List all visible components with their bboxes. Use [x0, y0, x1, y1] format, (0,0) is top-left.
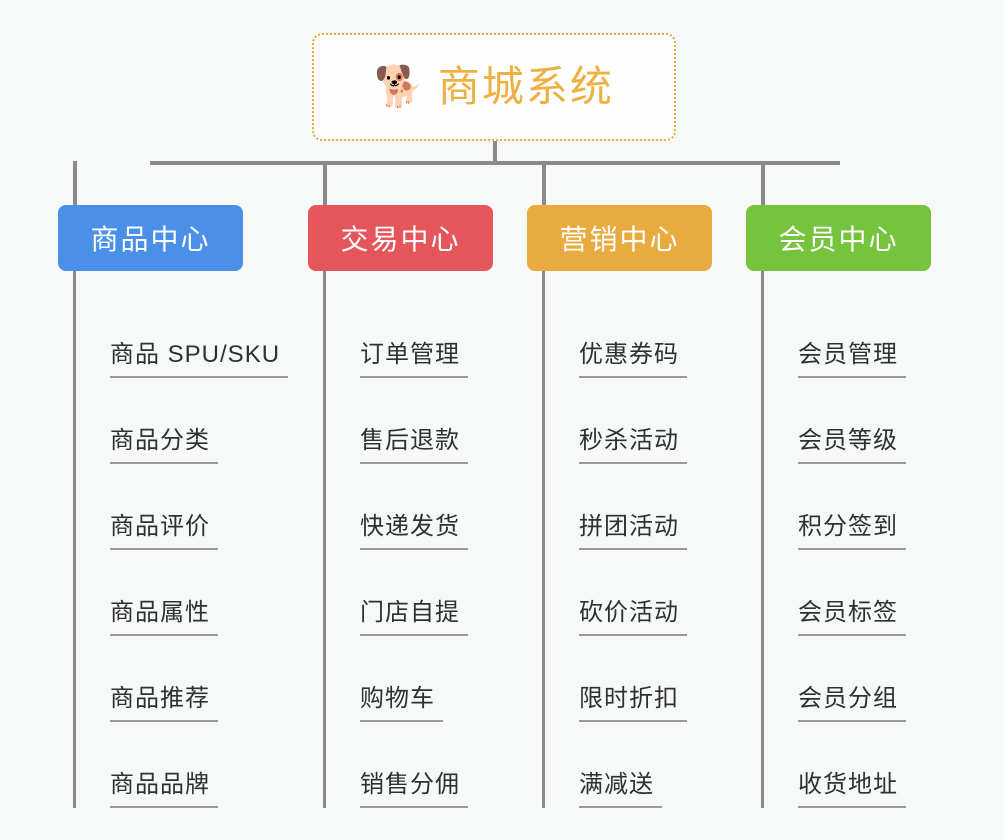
leaf-item[interactable]: 门店自提: [326, 550, 493, 636]
horizontal-bus-connector: [150, 161, 840, 165]
leaf-item-label: 商品属性: [110, 598, 218, 636]
leaf-item[interactable]: 会员管理: [764, 292, 931, 378]
leaf-item-label: 商品 SPU/SKU: [110, 340, 289, 378]
leaf-item-label: 快递发货: [360, 512, 468, 550]
shiba-dog-emoji-icon: 🐕: [374, 65, 424, 109]
leaf-item-label: 收货地址: [798, 770, 906, 808]
leaf-item[interactable]: 购物车: [326, 636, 493, 722]
leaf-item-label: 积分签到: [798, 512, 906, 550]
leaf-item-label: 销售分佣: [360, 770, 468, 808]
branch-drop-connector-1: [73, 161, 77, 205]
leaf-item-label: 购物车: [360, 684, 443, 722]
branch-items-4: 会员管理会员等级积分签到会员标签会员分组收货地址: [761, 271, 931, 808]
leaf-item-label: 满减送: [579, 770, 662, 808]
leaf-item-label: 会员标签: [798, 598, 906, 636]
branch-items-3: 优惠券码秒杀活动拼团活动砍价活动限时折扣满减送: [542, 271, 712, 808]
leaf-item-label: 拼团活动: [579, 512, 687, 550]
root-title: 商城系统: [437, 63, 614, 110]
leaf-item-label: 优惠券码: [579, 340, 687, 378]
branch-column-1: 商品中心商品 SPU/SKU 商品分类商品评价商品属性商品推荐商品品牌: [58, 205, 289, 808]
leaf-item-label: 售后退款: [360, 426, 468, 464]
leaf-item[interactable]: 订单管理: [326, 292, 493, 378]
branch-header-1[interactable]: 商品中心: [58, 205, 243, 271]
leaf-item[interactable]: 商品推荐: [76, 636, 243, 722]
leaf-item[interactable]: 商品评价: [76, 464, 243, 550]
branch-header-2[interactable]: 交易中心: [308, 205, 493, 271]
root-node[interactable]: 🐕 商城系统: [312, 33, 676, 141]
branch-header-4[interactable]: 会员中心: [746, 205, 931, 271]
leaf-item[interactable]: 会员标签: [764, 550, 931, 636]
leaf-item-label: 限时折扣: [579, 684, 687, 722]
leaf-item-label: 订单管理: [360, 340, 468, 378]
leaf-item-label: 会员等级: [798, 426, 906, 464]
leaf-item-label: 门店自提: [360, 598, 468, 636]
leaf-item[interactable]: 商品品牌: [76, 722, 243, 808]
branch-drop-connector-2: [323, 161, 327, 205]
leaf-item[interactable]: 商品分类: [76, 378, 243, 464]
leaf-item-label: 商品分类: [110, 426, 218, 464]
leaf-item[interactable]: 满减送: [545, 722, 712, 808]
leaf-item-label: 会员分组: [798, 684, 906, 722]
branch-drop-connector-4: [761, 161, 765, 205]
leaf-item[interactable]: 积分签到: [764, 464, 931, 550]
leaf-item-label: 商品品牌: [110, 770, 218, 808]
root-stem-connector: [493, 141, 497, 164]
leaf-item-label: 秒杀活动: [579, 426, 687, 464]
leaf-item[interactable]: 优惠券码: [545, 292, 712, 378]
leaf-item[interactable]: 商品属性: [76, 550, 243, 636]
branch-items-2: 订单管理售后退款快递发货门店自提购物车销售分佣: [323, 271, 493, 808]
branch-column-3: 营销中心优惠券码秒杀活动拼团活动砍价活动限时折扣满减送: [527, 205, 712, 808]
branch-drop-connector-3: [542, 161, 546, 205]
leaf-item[interactable]: 会员分组: [764, 636, 931, 722]
leaf-item-label: 商品评价: [110, 512, 218, 550]
leaf-item[interactable]: 收货地址: [764, 722, 931, 808]
leaf-item[interactable]: 秒杀活动: [545, 378, 712, 464]
leaf-item[interactable]: 销售分佣: [326, 722, 493, 808]
branch-header-3[interactable]: 营销中心: [527, 205, 712, 271]
branch-column-2: 交易中心订单管理售后退款快递发货门店自提购物车销售分佣: [308, 205, 493, 808]
leaf-item[interactable]: 快递发货: [326, 464, 493, 550]
branch-column-4: 会员中心会员管理会员等级积分签到会员标签会员分组收货地址: [746, 205, 931, 808]
leaf-item-label: 会员管理: [798, 340, 906, 378]
leaf-item[interactable]: 限时折扣: [545, 636, 712, 722]
leaf-item[interactable]: 会员等级: [764, 378, 931, 464]
leaf-item[interactable]: 售后退款: [326, 378, 493, 464]
leaf-item-label: 商品推荐: [110, 684, 218, 722]
leaf-item-label: 砍价活动: [579, 598, 687, 636]
leaf-item[interactable]: 砍价活动: [545, 550, 712, 636]
leaf-item[interactable]: 拼团活动: [545, 464, 712, 550]
branch-items-1: 商品 SPU/SKU 商品分类商品评价商品属性商品推荐商品品牌: [73, 271, 289, 808]
leaf-item[interactable]: 商品 SPU/SKU: [76, 292, 289, 378]
